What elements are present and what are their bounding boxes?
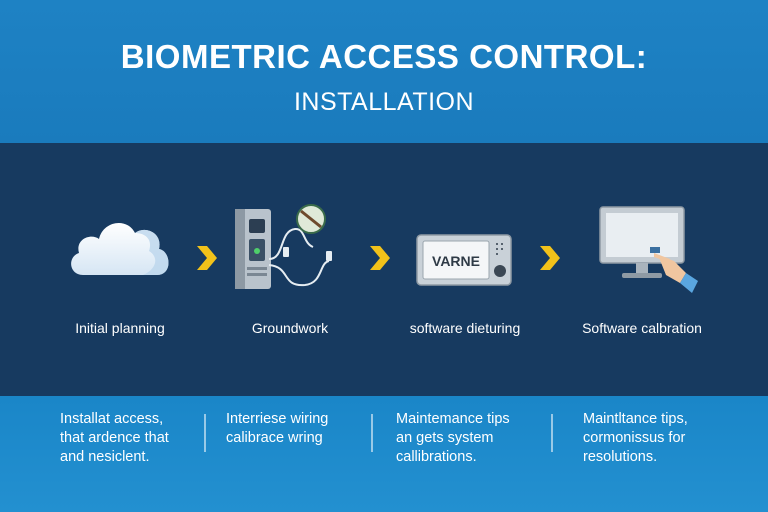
note-line: Maintemance tips (396, 411, 510, 427)
note-line: Maintltance tips, (583, 411, 688, 427)
page-title: BIOMETRIC ACCESS CONTROL: (120, 38, 648, 75)
step-groundwork: Groundwork (200, 203, 380, 353)
divider (371, 414, 373, 452)
note-line: that ardence that (60, 430, 169, 446)
monitor-touch-icon (599, 206, 698, 293)
note-column: Maintltance tips, cormonissus for resolu… (583, 410, 733, 467)
note-line: Interriese wiring (226, 411, 329, 427)
step-label: Groundwork (251, 320, 329, 336)
arrow-icon (540, 246, 560, 270)
note-column: Maintemance tips an gets system callibra… (396, 410, 546, 467)
header-banner: BIOMETRIC ACCESS CONTROL: INSTALLATION (0, 0, 768, 143)
note-line: Installat access, (60, 411, 164, 427)
step-software-dieturing: VARNE software dieturing (375, 203, 555, 353)
note-line: resolutions. (583, 449, 658, 465)
cloud-icon (71, 222, 169, 275)
process-steps-panel: Initial planning Groundwork (0, 143, 768, 396)
arrow-icon (370, 246, 390, 270)
biometric-reader-icon: VARNE (416, 234, 512, 286)
note-column: Installat access, that ardence that and … (60, 410, 210, 467)
device-screen-text: VARNE (432, 253, 480, 269)
note-line: callibrations. (396, 449, 477, 465)
page-subtitle: INSTALLATION (293, 88, 475, 116)
step-label: Software calbration (582, 320, 702, 336)
step-initial-planning: Initial planning (30, 203, 210, 353)
divider (204, 414, 206, 452)
step-software-calbration: Software calbration (552, 203, 732, 353)
step-label: software dieturing (409, 320, 521, 336)
arrow-icon (197, 246, 217, 270)
note-line: and nesiclent. (60, 449, 150, 465)
step-label: Initial planning (75, 320, 165, 336)
note-line: an gets system (396, 430, 494, 446)
divider (551, 414, 553, 452)
notes-panel: Installat access, that ardence that and … (0, 396, 768, 512)
note-line: cormonissus for (583, 430, 686, 446)
note-line: calibrace wring (226, 430, 323, 446)
control-panel-wiring-icon (235, 204, 332, 289)
note-column: Interriese wiring calibrace wring (226, 410, 376, 448)
